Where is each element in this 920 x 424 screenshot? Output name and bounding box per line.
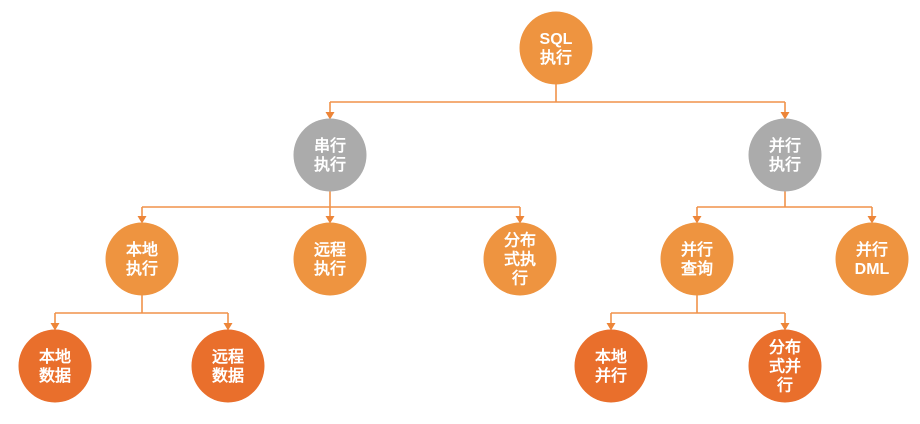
node-label-line: 并行 xyxy=(595,366,627,385)
node-circle xyxy=(483,222,557,296)
node-circle xyxy=(191,329,265,403)
tree-node-remote-exec: 远程执行 xyxy=(293,222,367,296)
node-circle xyxy=(519,11,593,85)
edge-group xyxy=(606,295,790,331)
node-circle xyxy=(748,329,822,403)
node-label-line: 本地 xyxy=(126,240,158,259)
node-label: 分布式执行 xyxy=(504,231,536,288)
node-label: 本地数据 xyxy=(39,347,71,385)
node-label-line: 查询 xyxy=(681,259,713,278)
node-label-line: 本地 xyxy=(39,347,71,366)
node-label-line: 并行 xyxy=(681,240,713,259)
arrow-down-icon xyxy=(867,216,877,224)
arrow-down-icon xyxy=(780,323,790,331)
tree-node-distributed-parallel: 分布式并行 xyxy=(748,329,822,403)
node-circle xyxy=(660,222,734,296)
node-label-line: 数据 xyxy=(39,366,71,385)
node-label: 本地执行 xyxy=(126,240,158,278)
node-circle xyxy=(293,222,367,296)
node-label-line: 远程 xyxy=(314,241,346,259)
node-label-line: 分布 xyxy=(504,231,536,250)
node-label-line: 并行 xyxy=(769,136,801,155)
tree-node-serial-exec: 串行执行 xyxy=(293,118,367,192)
tree-node-parallel-dml: 并行 DML xyxy=(835,222,909,296)
node-label-line: 式并 xyxy=(769,357,801,376)
node-label-line: DML xyxy=(855,261,890,278)
node-circle xyxy=(293,118,367,192)
node-label: 并行执行 xyxy=(769,136,801,174)
node-label-line: 分布 xyxy=(769,338,801,357)
arrow-down-icon xyxy=(692,216,702,224)
arrow-down-icon xyxy=(223,323,233,331)
arrow-down-icon xyxy=(137,216,147,224)
node-label-line: 执行 xyxy=(314,259,346,278)
edge-group xyxy=(137,191,525,224)
node-label: 远程数据 xyxy=(212,348,244,385)
arrow-down-icon xyxy=(50,323,60,331)
node-label-line: 并行 xyxy=(856,240,888,259)
tree-node-distributed-exec: 分布式执行 xyxy=(483,222,557,296)
edge-group xyxy=(692,191,877,224)
node-circle xyxy=(748,118,822,192)
edge-group xyxy=(325,84,790,120)
node-label-line: 行 xyxy=(776,376,793,395)
tree-node-parallel-exec: 并行执行 xyxy=(748,118,822,192)
node-label-line: 串行 xyxy=(314,136,346,155)
edge-group xyxy=(50,295,233,331)
node-label: 分布式并行 xyxy=(769,338,801,395)
arrow-down-icon xyxy=(325,112,335,120)
connector-lines xyxy=(50,84,877,331)
node-label-line: SQL xyxy=(540,31,573,48)
tree-node-parallel-query: 并行查询 xyxy=(660,222,734,296)
node-label-line: 式执 xyxy=(504,250,536,269)
tree-node-local-exec: 本地执行 xyxy=(105,222,179,296)
node-label: 本地并行 xyxy=(595,347,627,385)
node-label-line: 本地 xyxy=(595,347,627,366)
node-circle xyxy=(105,222,179,296)
node-label-line: 执行 xyxy=(314,155,346,174)
node-circle xyxy=(18,329,92,403)
arrow-down-icon xyxy=(515,216,525,224)
node-label: 并行 DML xyxy=(855,240,890,278)
tree-node-remote-data: 远程数据 xyxy=(191,329,265,403)
node-label-line: 行 xyxy=(511,269,528,288)
arrow-down-icon xyxy=(606,323,616,331)
node-label-line: 远程 xyxy=(212,348,244,366)
node-label: 串行执行 xyxy=(314,136,346,174)
node-label-line: 执行 xyxy=(540,48,572,67)
node-label-line: 执行 xyxy=(126,259,158,278)
arrow-down-icon xyxy=(780,112,790,120)
node-circle xyxy=(835,222,909,296)
tree-node-local-parallel: 本地并行 xyxy=(574,329,648,403)
node-label-line: 数据 xyxy=(212,366,244,385)
tree-node-local-data: 本地数据 xyxy=(18,329,92,403)
node-label: 远程执行 xyxy=(314,241,346,278)
node-label-line: 执行 xyxy=(769,155,801,174)
arrow-down-icon xyxy=(325,216,335,224)
node-circle xyxy=(574,329,648,403)
node-label: 并行查询 xyxy=(681,240,713,278)
